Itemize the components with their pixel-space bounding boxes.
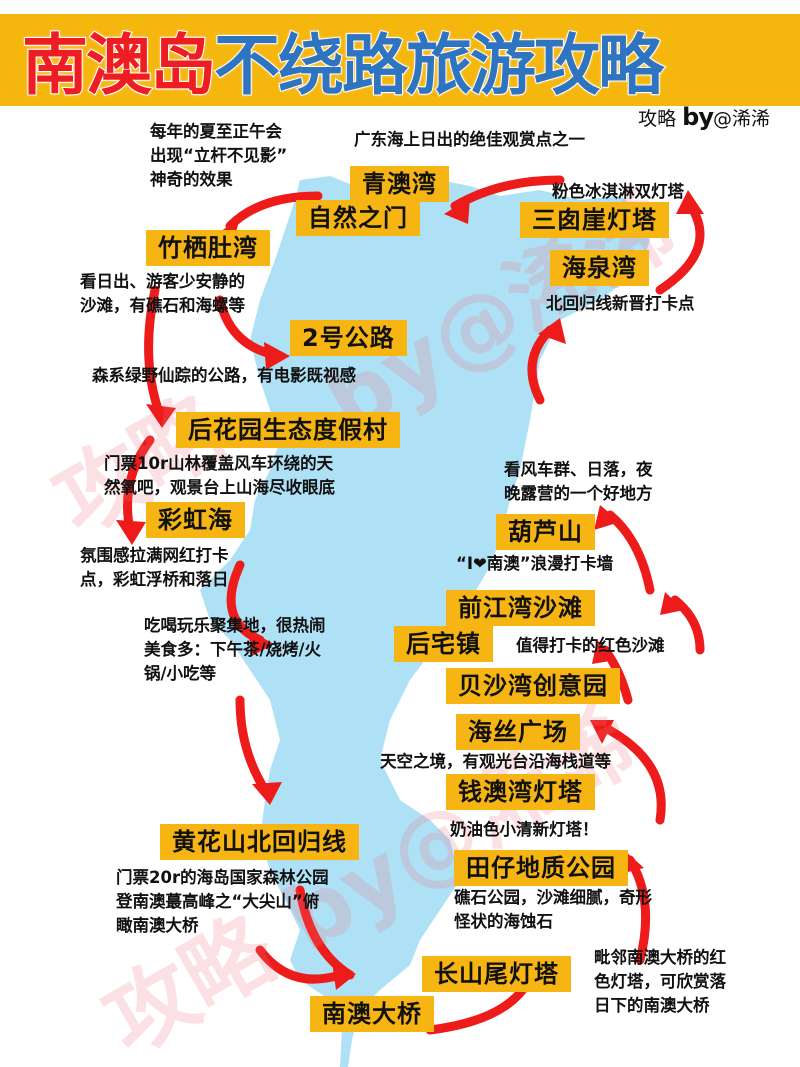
place-road-no2: 2号公路 bbox=[290, 320, 407, 356]
desc-nature-gate: 每年的夏至正午会 出现“立杆不见影” 神奇的效果 bbox=[150, 122, 288, 189]
desc-qianjiang-beach: “I❤南澳”浪漫打卡墙 bbox=[456, 554, 614, 573]
desc-rainbow-sea: 氛围感拉满网红打卡 点，彩虹浮桥和落日 bbox=[80, 546, 229, 589]
author-byline: 攻略 by@浠浠 bbox=[638, 103, 770, 131]
desc-qingao-bay: 广东海上日出的绝佳观赏点之一 bbox=[354, 130, 585, 149]
place-changshanwei-lighthouse: 长山尾灯塔 bbox=[422, 956, 571, 992]
desc-haiquan-bay: 北回归线新晋打卡点 bbox=[546, 294, 695, 313]
place-huanghua-mountain: 黄花山北回归线 bbox=[160, 824, 359, 860]
place-haisi-square: 海丝广场 bbox=[456, 714, 580, 750]
place-rainbow-sea: 彩虹海 bbox=[146, 502, 245, 538]
place-houzhai-town: 后宅镇 bbox=[394, 626, 493, 662]
desc-houzhai-town: 吃喝玩乐聚集地，很热闹 美食多：下午茶/烧烤/火 锅/小吃等 bbox=[144, 616, 326, 683]
place-haiquan-bay: 海泉湾 bbox=[550, 250, 649, 286]
place-qingao-bay: 青澳湾 bbox=[350, 166, 449, 202]
place-hulu-mountain: 葫芦山 bbox=[496, 514, 595, 550]
place-qianjiang-beach: 前江湾沙滩 bbox=[446, 590, 595, 626]
desc-road-no2: 森系绿野仙踪的公路，有电影既视感 bbox=[92, 366, 356, 385]
place-nature-gate: 自然之门 bbox=[296, 200, 420, 236]
byline-author: @浠浠 bbox=[712, 108, 770, 130]
place-backyard-resort: 后花园生态度假村 bbox=[176, 412, 400, 448]
byline-by: by bbox=[682, 103, 714, 131]
desc-backyard-resort: 门票10r山林覆盖风车环绕的天 然氧吧，观景台上山海尽收眼底 bbox=[104, 454, 335, 497]
place-zhuqidu-bay: 竹栖肚湾 bbox=[146, 230, 270, 266]
place-qianao-lighthouse: 钱澳湾灯塔 bbox=[446, 774, 595, 810]
desc-beisha-bay: 值得打卡的红色沙滩 bbox=[516, 636, 665, 655]
desc-hulu-mountain: 看风车群、日落，夜 晚露营的一个好地方 bbox=[504, 460, 653, 503]
desc-zhuqidu-bay: 看日出、游客少安静的 沙滩，有礁石和海螺等 bbox=[80, 272, 245, 315]
desc-changshanwei-lighthouse: 毗邻南澳大桥的红 色灯塔，可欣赏落 日下的南澳大桥 bbox=[594, 948, 726, 1015]
desc-qianao-lighthouse: 奶油色小清新灯塔！ bbox=[450, 820, 599, 839]
byline-prefix: 攻略 bbox=[638, 108, 677, 130]
place-tianzai-geopark: 田仔地质公园 bbox=[454, 850, 628, 886]
desc-haisi-square: 天空之境，有观光台沿海栈道等 bbox=[380, 752, 611, 771]
title-island-name: 南澳岛 bbox=[21, 26, 217, 105]
desc-tianzai-geopark: 礁石公园，沙滩细腻，奇形 怪状的海蚀石 bbox=[454, 888, 652, 931]
title-banner bbox=[0, 14, 800, 106]
title-subtitle: 不绕路旅游攻略 bbox=[213, 26, 665, 105]
place-sancongya-lighthouse: 三囱崖灯塔 bbox=[520, 202, 669, 238]
place-beisha-bay: 贝沙湾创意园 bbox=[446, 668, 620, 704]
place-nanao-bridge: 南澳大桥 bbox=[310, 996, 434, 1032]
page-title: 南澳岛 不绕路旅游攻略 bbox=[21, 18, 665, 105]
desc-sancongya-lighthouse: 粉色冰淇淋双灯塔 bbox=[552, 182, 684, 201]
desc-huanghua-mountain: 门票20r的海岛国家森林公园 登南澳蕞高峰之“大尖山”俯 瞰南澳大桥 bbox=[116, 868, 329, 935]
